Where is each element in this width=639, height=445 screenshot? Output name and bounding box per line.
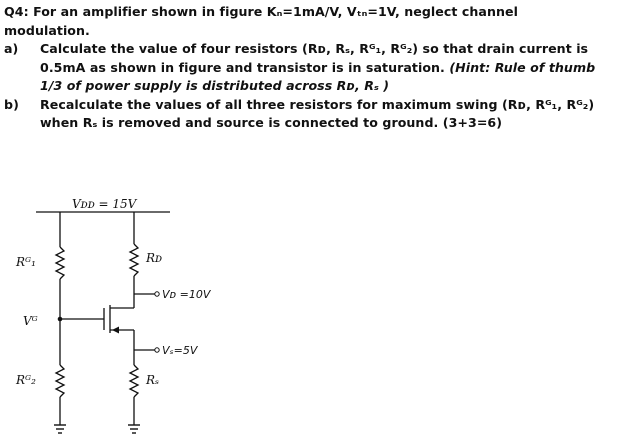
vd-terminal — [154, 291, 160, 297]
question-header-line2: modulation. — [4, 22, 90, 38]
part-b-label: b) — [4, 96, 19, 112]
rg2-resistor — [54, 364, 66, 398]
part-a-line1: Calculate the value of four resistors (R… — [40, 41, 589, 56]
part-b-line2: when Rₛ is removed and source is connect… — [40, 114, 634, 133]
part-a-hint: (Hint: Rule of thumb — [449, 59, 596, 75]
question-text: Q4: For an amplifier shown in figure Kₙ=… — [4, 3, 634, 133]
part-b-marks: (3+3=6) — [442, 115, 503, 130]
rs-label: Rₛ — [145, 373, 159, 387]
part-b-line2-text: when Rₛ is removed and source is connect… — [40, 115, 439, 130]
question-header-line1: Q4: For an amplifier shown in figure Kₙ=… — [4, 4, 518, 19]
ground-icon — [54, 424, 140, 434]
part-a-label: a) — [4, 41, 19, 56]
gate-node — [57, 316, 63, 322]
source-arrow — [112, 326, 119, 334]
rg1-label: Rᴳ₁ — [15, 255, 36, 269]
part-a: a) Calculate the value of four resistors… — [4, 40, 634, 96]
rd-label: Rᴅ — [145, 251, 162, 265]
vs-terminal — [154, 347, 160, 353]
part-a-line2-text: 0.5mA as shown in figure and transistor … — [40, 59, 445, 75]
rg1-resistor — [54, 246, 66, 280]
part-b: b) Recalculate the values of all three r… — [4, 96, 634, 133]
rs-resistor — [128, 364, 140, 398]
rd-resistor — [128, 243, 140, 277]
vg-label: Vᴳ — [23, 314, 38, 328]
rg2-label: Rᴳ₂ — [15, 373, 36, 387]
part-b-line1: Recalculate the values of all three resi… — [40, 96, 595, 112]
part-a-line2: 0.5mA as shown in figure and transistor … — [40, 59, 634, 78]
vdd-label: Vᴅᴅ = 15V — [72, 197, 138, 211]
part-a-line3: 1/3 of power supply is distributed acros… — [40, 78, 390, 93]
vd-annotation: Vᴅ =10V — [162, 288, 212, 301]
vs-annotation: Vₛ=5V — [162, 344, 199, 357]
